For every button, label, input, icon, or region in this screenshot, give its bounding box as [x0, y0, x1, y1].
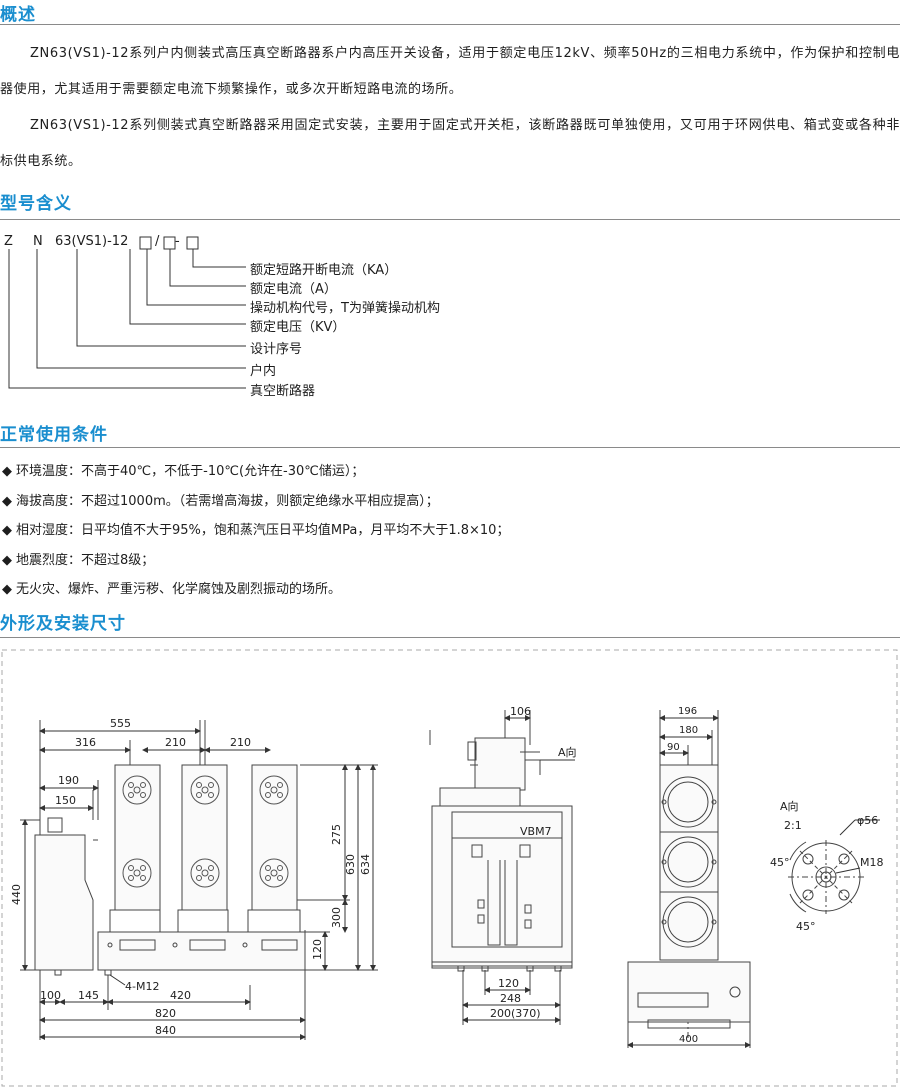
angle-45-upper: 45° [770, 856, 790, 869]
section-divider [0, 447, 900, 448]
diamond-bullet-icon: ◆ [2, 493, 12, 509]
dim-210-a: 210 [165, 736, 186, 749]
section-title-overview: 概述 [0, 5, 36, 25]
list-item: ◆环境温度：不高于40℃，不低于-10℃(允许在-30℃储运）； [2, 462, 892, 492]
section-title-dimensions: 外形及安装尺寸 [0, 614, 126, 634]
dim-m18: M18 [860, 856, 884, 869]
dim-634: 634 [359, 854, 372, 875]
dim-555: 555 [110, 717, 131, 730]
angle-45-lower: 45° [796, 920, 816, 933]
list-item: ◆无火灾、爆炸、严重污秽、化学腐蚀及剧烈振动的场所。 [2, 580, 892, 610]
dim-100: 100 [40, 989, 61, 1002]
code-series: 63(VS1)-12 [55, 234, 129, 249]
code-dash: - [175, 234, 180, 249]
section-title-model: 型号含义 [0, 194, 72, 214]
detail-a-scale: 2:1 [784, 819, 802, 832]
dim-106: 106 [510, 705, 531, 718]
code-label-rated-current: 额定电流（A） [250, 282, 337, 297]
code-label-vacuum-breaker: 真空断路器 [250, 384, 316, 399]
top-view: 196 180 90 400 [627, 706, 751, 1048]
dim-120: 120 [311, 939, 324, 960]
dim-4-m12: 4-M12 [125, 980, 159, 993]
dim-840: 840 [155, 1024, 176, 1037]
dim-145: 145 [78, 989, 99, 1002]
code-label-indoor: 户内 [250, 364, 277, 379]
diamond-bullet-icon: ◆ [2, 582, 12, 597]
diamond-bullet-icon: ◆ [2, 552, 12, 568]
dim-248: 248 [500, 992, 521, 1005]
dim-400: 400 [679, 1034, 698, 1045]
side-view: 106 A向 VBM7 120 248 200(370) [429, 705, 577, 1025]
code-label-mechanism: 操动机构代号，T为弹簧操动机构 [250, 301, 440, 316]
section-divider [0, 637, 900, 638]
view-a-direction-label: A向 [558, 745, 577, 759]
front-view: 555 316 210 210 190 150 440 275 630 634 … [10, 717, 378, 1040]
code-label-breaking-current: 额定短路开断电流（KA） [250, 263, 398, 278]
overview-paragraph-1: ZN63(VS1)-12系列户内侧装式高压真空断路器系户内高压开关设备，适用于额… [0, 46, 900, 97]
dim-190: 190 [58, 774, 79, 787]
dim-275: 275 [330, 824, 343, 845]
dim-440: 440 [10, 884, 23, 905]
detail-a-title: A向 [780, 799, 799, 813]
dim-phi-56: φ56 [857, 814, 878, 827]
dim-150: 150 [55, 794, 76, 807]
detail-a-view: A向 2:1 φ56 M18 45° 45° [770, 799, 884, 933]
dim-300: 300 [330, 907, 343, 928]
code-label-rated-voltage: 额定电压（KV） [250, 320, 346, 335]
overview-text: ZN63(VS1)-12系列户内侧装式高压真空断路器系户内高压开关设备，适用于额… [0, 36, 900, 180]
list-item: ◆海拔高度：不超过1000m。（若需增高海拔，则额定绝缘水平相应提高）； [2, 492, 892, 522]
dim-316: 316 [75, 736, 96, 749]
section-divider [0, 24, 900, 25]
brand-label: VBM7 [520, 825, 552, 838]
dim-630: 630 [344, 854, 357, 875]
dim-90: 90 [667, 742, 680, 753]
model-code-leaders [8, 236, 246, 389]
code-letter-n: N [33, 234, 43, 249]
code-letter-z: Z [4, 234, 13, 249]
list-item: ◆相对湿度：日平均值不大于95%，饱和蒸汽压日平均值MPa，月平均不大于1.8×… [2, 521, 892, 551]
overview-paragraph-2: ZN63(VS1)-12系列侧装式真空断路器采用固定式安装，主要用于固定式开关柜… [0, 118, 900, 169]
list-item: ◆地震烈度：不超过8级； [2, 551, 892, 581]
dim-200-370: 200(370) [490, 1007, 541, 1020]
dim-side-120: 120 [498, 977, 519, 990]
code-slash: / [155, 234, 160, 249]
model-code-diagram: Z N 63(VS1)-12 / - 额定短路开断电流（KA） 额定电流（A） … [0, 225, 900, 405]
dim-210-b: 210 [230, 736, 251, 749]
code-label-design-number: 设计序号 [250, 342, 303, 357]
section-divider [0, 219, 900, 220]
dim-420: 420 [170, 989, 191, 1002]
dim-180: 180 [679, 725, 698, 736]
dim-196: 196 [678, 706, 697, 717]
diamond-bullet-icon: ◆ [2, 464, 12, 479]
diamond-bullet-icon: ◆ [2, 523, 12, 538]
section-title-conditions: 正常使用条件 [0, 425, 108, 445]
dim-820: 820 [155, 1007, 176, 1020]
conditions-list: ◆环境温度：不高于40℃，不低于-10℃(允许在-30℃储运）； ◆海拔高度：不… [2, 462, 892, 610]
drawing-frame [1, 649, 898, 1087]
